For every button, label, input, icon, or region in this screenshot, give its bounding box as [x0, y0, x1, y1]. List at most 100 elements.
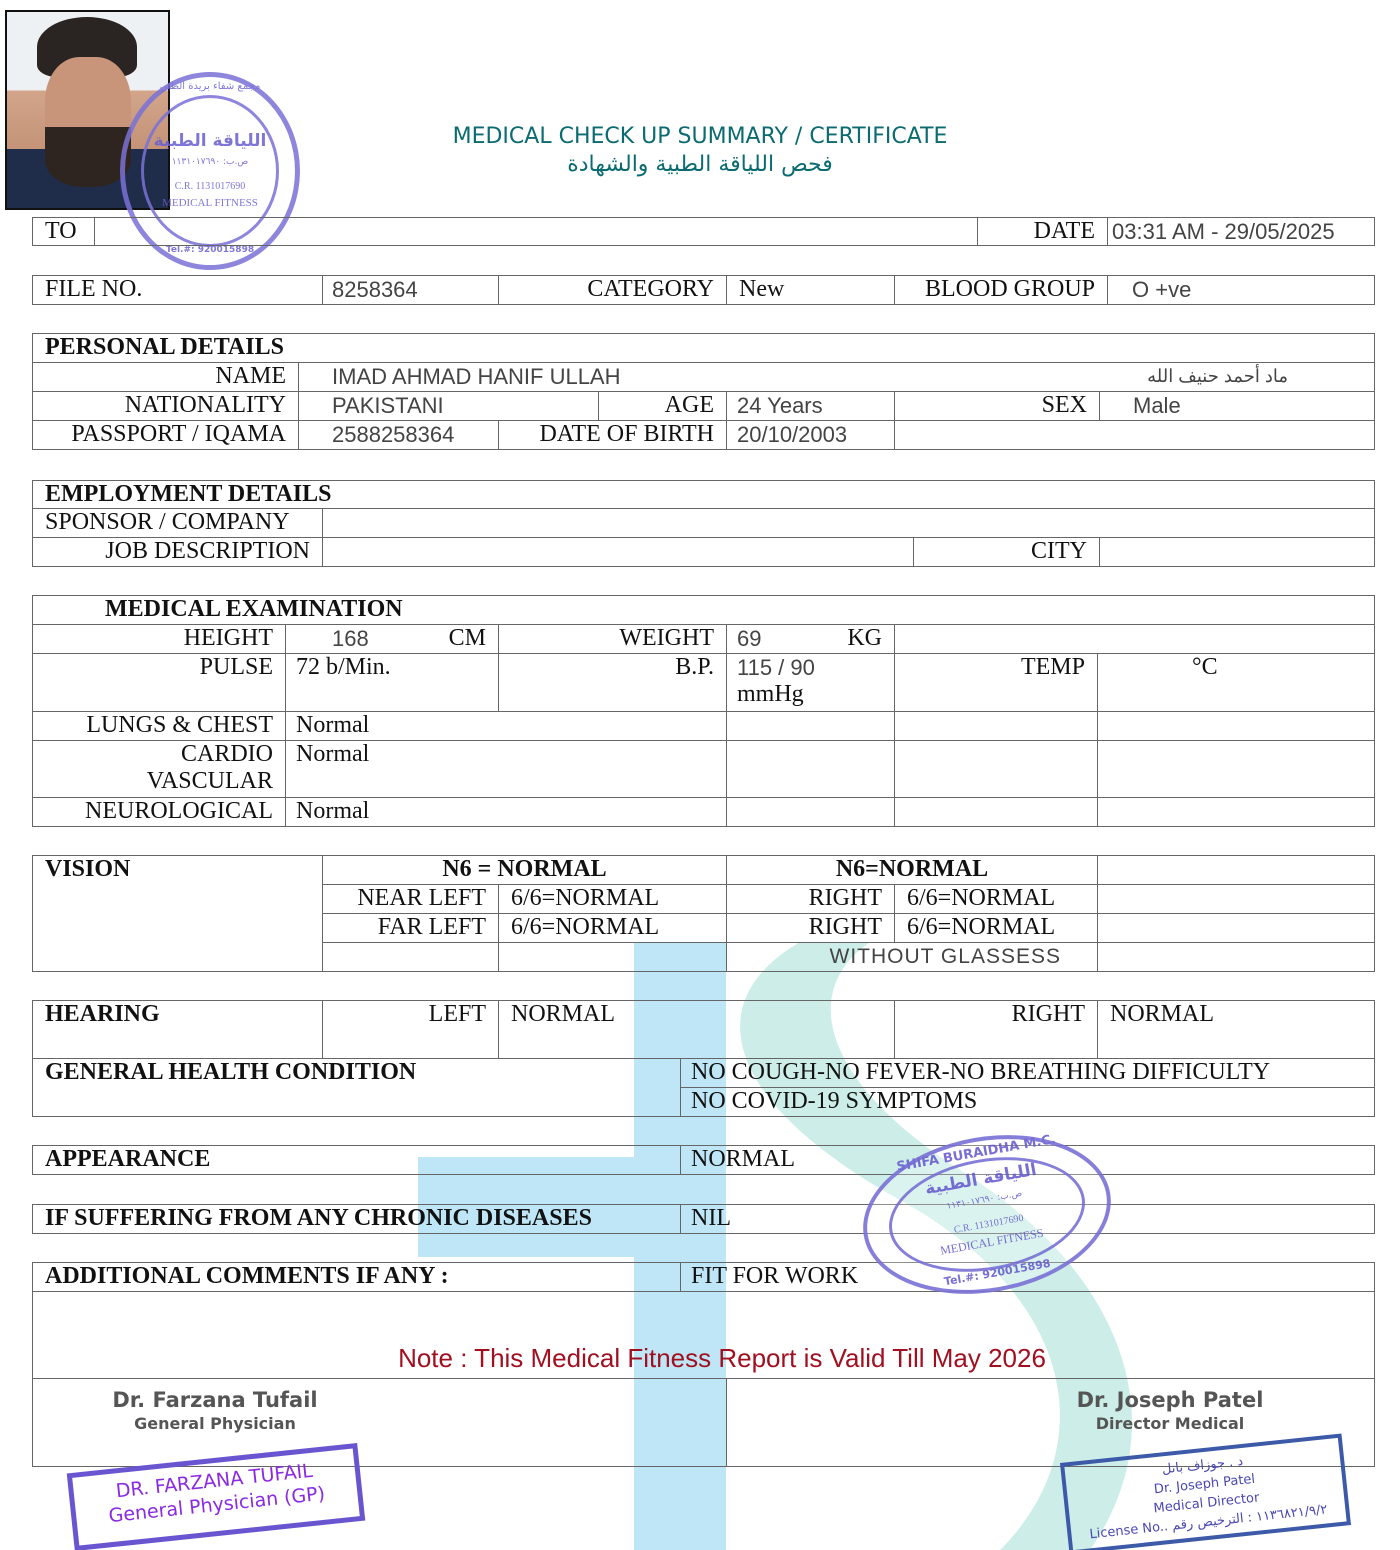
validity-note: Note : This Medical Fitness Report is Va…: [398, 1343, 1046, 1373]
signature-right-box: [726, 1378, 1375, 1467]
near-right-label: RIGHT: [726, 884, 895, 914]
empty-cell: [726, 797, 895, 827]
empty-cell: [1097, 740, 1375, 798]
near-left-label: NEAR LEFT: [322, 884, 499, 914]
cardio-value: Normal: [285, 740, 727, 798]
near-left-value: 6/6=NORMAL: [498, 884, 727, 914]
right-doctor-name: Dr. Joseph Patel: [1076, 1388, 1264, 1412]
empty-cell: [1097, 797, 1375, 827]
dob-label: DATE OF BIRTH: [498, 420, 727, 450]
left-doctor-title: General Physician: [134, 1414, 296, 1433]
dob-value: 20/10/2003: [726, 420, 895, 450]
general-heading: GENERAL HEALTH CONDITION: [32, 1058, 681, 1117]
hearing-right-value: NORMAL: [1097, 1000, 1375, 1059]
sex-value: Male: [1099, 391, 1375, 421]
bp-unit: mmHg: [737, 681, 804, 707]
blood-label: BLOOD GROUP: [894, 275, 1108, 305]
vision-right-header: N6=NORMAL: [726, 855, 1098, 885]
empty-cell: [1097, 942, 1375, 972]
exam-heading: MEDICAL EXAMINATION: [32, 595, 1375, 625]
title-ar: فحص اللياقة الطبية والشهادة: [567, 152, 833, 177]
job-value: [322, 537, 914, 567]
comments-heading: ADDITIONAL COMMENTS IF ANY :: [32, 1262, 681, 1292]
empty-cell: [1097, 711, 1375, 741]
comments-value: FIT FOR WORK: [680, 1262, 1375, 1292]
far-left-value: 6/6=NORMAL: [498, 913, 727, 943]
far-left-label: FAR LEFT: [322, 913, 499, 943]
height-number: 168: [332, 626, 369, 651]
empty-cell: [726, 711, 895, 741]
near-right-value: 6/6=NORMAL: [894, 884, 1098, 914]
name-value: IMAD AHMAD HANIF ULLAH: [332, 364, 621, 389]
vision-left-header: N6 = NORMAL: [322, 855, 727, 885]
sponsor-label: SPONSOR / COMPANY: [32, 508, 323, 538]
nationality-value: PAKISTANI: [298, 391, 599, 421]
general-line1: NO COUGH-NO FEVER-NO BREATHING DIFFICULT…: [680, 1058, 1375, 1088]
empty-cell: [894, 740, 1098, 798]
personal-heading: PERSONAL DETAILS: [32, 333, 1375, 363]
city-label: CITY: [913, 537, 1100, 567]
cardio-label: CARDIO VASCULAR: [32, 740, 286, 798]
appearance-value: NORMAL: [680, 1145, 1375, 1175]
hearing-left-value: NORMAL: [498, 1000, 895, 1059]
neuro-label: NEUROLOGICAL: [32, 797, 286, 827]
sponsor-value: [322, 508, 1375, 538]
left-doctor-name: Dr. Farzana Tufail: [112, 1388, 318, 1412]
category-value: New: [726, 275, 895, 305]
nationality-label: NATIONALITY: [32, 391, 299, 421]
lungs-value: Normal: [285, 711, 727, 741]
empty-cell: [1097, 913, 1375, 943]
empty-cell: [1097, 855, 1375, 885]
lungs-label: LUNGS & CHEST: [32, 711, 286, 741]
empty-cell: [894, 420, 1375, 450]
age-value: 24 Years: [726, 391, 895, 421]
weight-label: WEIGHT: [498, 624, 727, 654]
blood-value: O +ve: [1107, 275, 1375, 305]
chronic-heading: IF SUFFERING FROM ANY CHRONIC DISEASES: [32, 1204, 681, 1234]
file-label: FILE NO.: [32, 275, 323, 305]
city-value: [1099, 537, 1375, 567]
sex-label: SEX: [894, 391, 1100, 421]
vision-note: WITHOUT GLASSESS: [726, 942, 1098, 972]
passport-value: 2588258364: [298, 420, 499, 450]
hearing-right-label: RIGHT: [894, 1000, 1098, 1059]
bp-number: 115 / 90: [737, 655, 815, 680]
empty-cell: [726, 740, 895, 798]
temp-label: TEMP: [894, 653, 1098, 712]
date-label: DATE: [977, 217, 1108, 246]
age-label: AGE: [598, 391, 727, 421]
height-unit: CM: [448, 625, 486, 651]
employment-heading: EMPLOYMENT DETAILS: [32, 480, 1375, 509]
hearing-heading: HEARING: [32, 1000, 323, 1059]
note-box: [32, 1291, 1375, 1379]
chronic-value: NIL: [680, 1204, 1375, 1234]
height-value: 168 CM: [285, 624, 499, 654]
bp-label: B.P.: [498, 653, 727, 712]
empty-cell: [498, 942, 727, 972]
pulse-label: PULSE: [32, 653, 286, 712]
empty-cell: [894, 711, 1098, 741]
height-label: HEIGHT: [32, 624, 286, 654]
name-arabic: ماد أحمد حنيف الله: [1147, 366, 1288, 386]
to-field[interactable]: [94, 217, 978, 246]
job-label: JOB DESCRIPTION: [32, 537, 323, 567]
vision-heading: VISION: [32, 855, 323, 972]
general-line2: NO COVID-19 SYMPTOMS: [680, 1087, 1375, 1117]
category-label: CATEGORY: [498, 275, 727, 305]
name-label: NAME: [32, 362, 299, 392]
neuro-value: Normal: [285, 797, 727, 827]
weight-unit: KG: [847, 625, 882, 651]
empty-cell: [322, 942, 499, 972]
pulse-value: 72 b/Min.: [285, 653, 499, 712]
right-doctor-title: Director Medical: [1095, 1414, 1245, 1433]
title-en: MEDICAL CHECK UP SUMMARY / CERTIFICATE: [452, 124, 948, 149]
appearance-heading: APPEARANCE: [32, 1145, 681, 1175]
temp-value: °C: [1097, 653, 1375, 712]
date-value: 03:31 AM - 29/05/2025: [1107, 217, 1375, 246]
empty-cell: [894, 624, 1375, 654]
hearing-left-label: LEFT: [322, 1000, 499, 1059]
